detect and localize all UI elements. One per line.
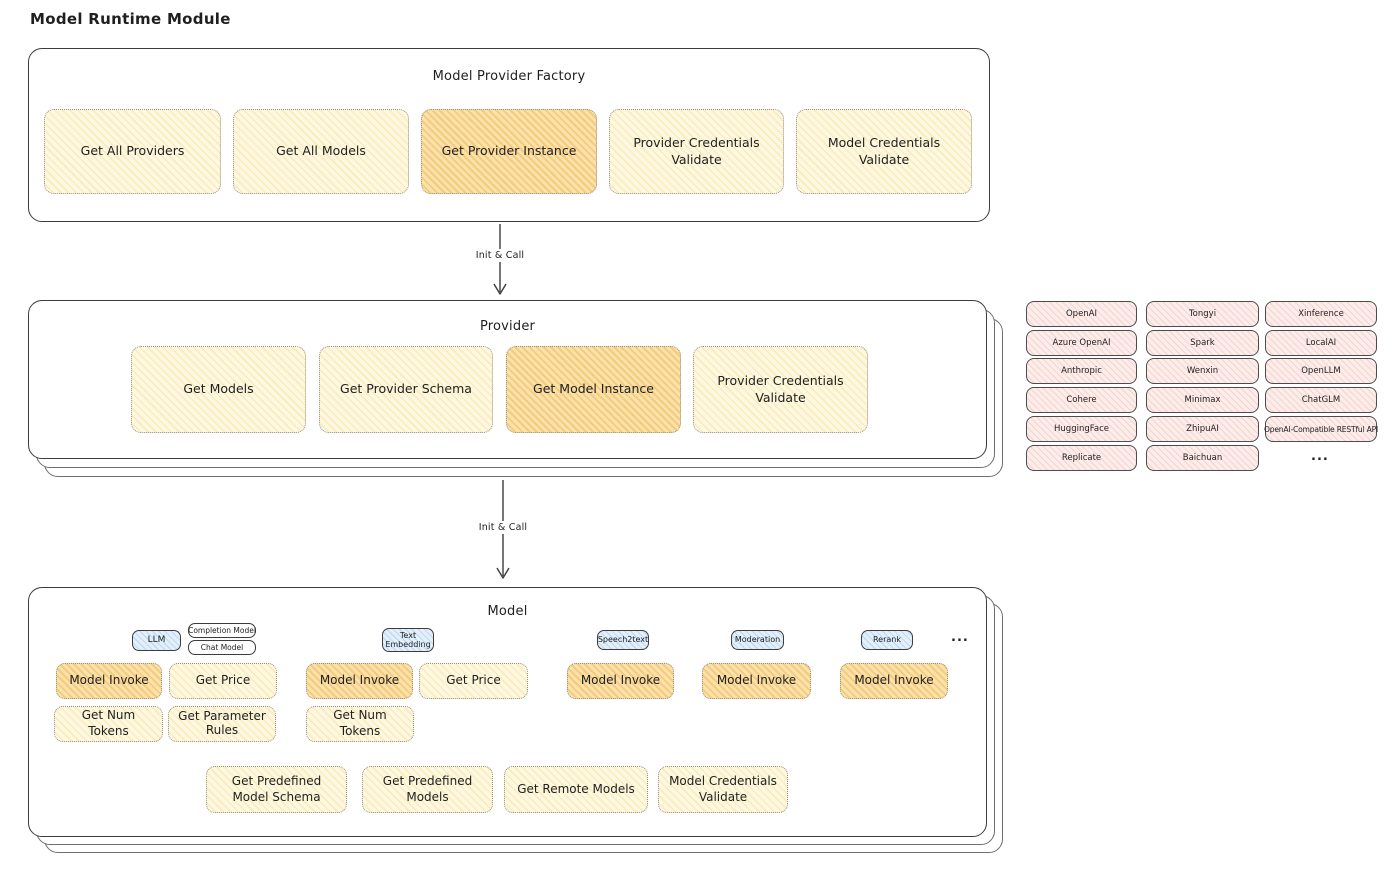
provider-title: Provider [479, 319, 536, 334]
node-get-predefined-models: Get Predefined Models [362, 766, 493, 813]
node-get-model-instance: Get Model Instance [506, 346, 681, 433]
tab-text-embedding: Text Embedding [382, 628, 434, 652]
arrow2-label: Init & Call [463, 521, 543, 534]
tab-chat-model: Chat Model [188, 640, 256, 655]
node-provider-credentials-validate: Provider Credentials Validate [609, 109, 784, 194]
tab-speech2text: Speech2text [597, 630, 649, 650]
node-model-credentials-validate-2: Model Credentials Validate [658, 766, 788, 813]
arrow1-label: Init & Call [460, 249, 540, 262]
node-text-embedding-get-price: Get Price [419, 663, 528, 699]
model-provider-factory-box: Model Provider Factory Get All Providers… [28, 48, 990, 222]
tab-moderation: Moderation [731, 630, 784, 650]
provider-item-baichuan: Baichuan [1146, 445, 1259, 471]
provider-item-openai-compatible-restful-api: OpenAI-Compatible RESTful API [1264, 416, 1378, 442]
node-get-all-models: Get All Models [233, 109, 409, 194]
provider-list-more-dots: ... [1311, 449, 1329, 464]
node-get-remote-models: Get Remote Models [504, 766, 648, 813]
factory-title: Model Provider Factory [432, 69, 586, 84]
node-text-embedding-get-num-tokens: Get Num Tokens [306, 706, 414, 742]
node-moderation-model-invoke: Model Invoke [702, 663, 811, 699]
provider-item-openllm: OpenLLM [1265, 358, 1377, 384]
node-llm-model-invoke: Model Invoke [56, 663, 162, 699]
node-llm-get-price: Get Price [169, 663, 277, 699]
provider-item-minimax: Minimax [1146, 387, 1259, 413]
model-box: Model LLM Completion Model Chat Model Te… [28, 587, 987, 837]
node-get-all-providers: Get All Providers [44, 109, 221, 194]
node-speech2text-model-invoke: Model Invoke [567, 663, 674, 699]
model-tabs-more-dots: ... [951, 630, 969, 645]
node-get-provider-schema: Get Provider Schema [319, 346, 493, 433]
node-model-credentials-validate: Model Credentials Validate [796, 109, 972, 194]
provider-item-huggingface: HuggingFace [1026, 416, 1137, 442]
provider-box: Provider Get Models Get Provider Schema … [28, 300, 987, 459]
provider-item-wenxin: Wenxin [1146, 358, 1259, 384]
provider-item-replicate: Replicate [1026, 445, 1137, 471]
provider-item-azure-openai: Azure OpenAI [1026, 330, 1137, 356]
node-text-embedding-model-invoke: Model Invoke [306, 663, 413, 699]
node-provider-credentials-validate-2: Provider Credentials Validate [693, 346, 868, 433]
node-llm-get-parameter-rules: Get Parameter Rules [168, 706, 276, 742]
provider-item-zhipuai: ZhipuAI [1146, 416, 1259, 442]
provider-item-tongyi: Tongyi [1146, 301, 1259, 327]
tab-completion-model: Completion Model [188, 623, 256, 638]
node-get-provider-instance: Get Provider Instance [421, 109, 597, 194]
provider-item-spark: Spark [1146, 330, 1259, 356]
tab-rerank: Rerank [861, 630, 913, 650]
tab-llm: LLM [132, 630, 181, 651]
node-get-models: Get Models [131, 346, 306, 433]
page-title: Model Runtime Module [30, 10, 231, 28]
provider-item-localai: LocalAI [1265, 330, 1377, 356]
node-rerank-model-invoke: Model Invoke [840, 663, 948, 699]
provider-item-anthropic: Anthropic [1026, 358, 1137, 384]
node-get-predefined-model-schema: Get Predefined Model Schema [206, 766, 347, 813]
provider-item-chatglm: ChatGLM [1265, 387, 1377, 413]
provider-item-xinference: Xinference [1265, 301, 1377, 327]
provider-item-openai: OpenAI [1026, 301, 1137, 327]
node-llm-get-num-tokens: Get Num Tokens [54, 706, 163, 742]
model-title: Model [487, 604, 528, 619]
provider-item-cohere: Cohere [1026, 387, 1137, 413]
